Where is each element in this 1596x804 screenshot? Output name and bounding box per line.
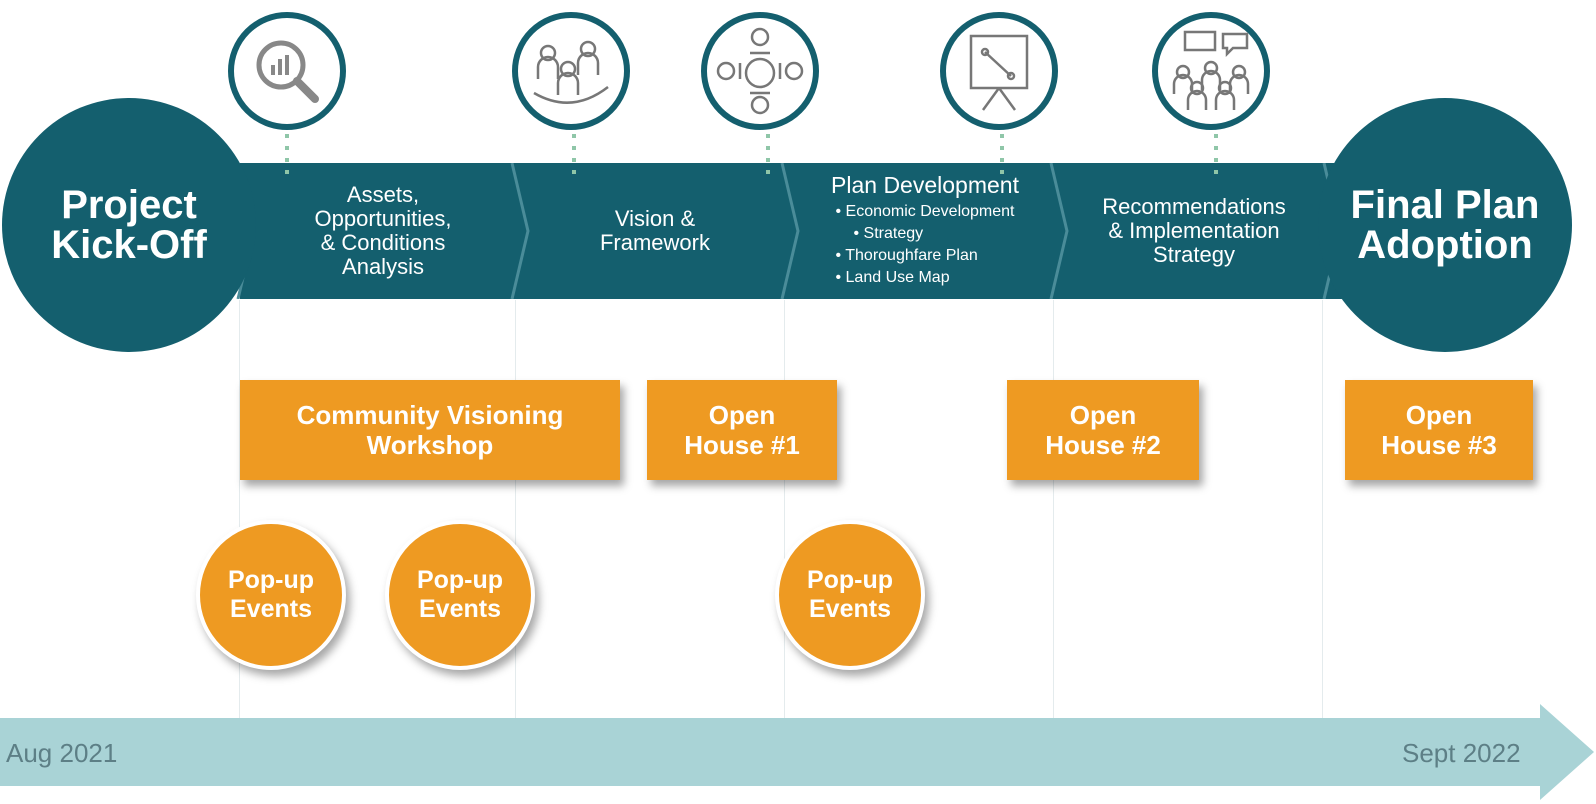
- bullet-item: Land Use Map: [835, 267, 1014, 289]
- round-table-icon: [701, 12, 819, 130]
- event-community-visioning-workshop: Community Visioning Workshop: [240, 380, 620, 480]
- phase-line: Assets,: [346, 182, 420, 207]
- kickoff-label: Kick-Off: [51, 223, 207, 267]
- event-label: Open: [1405, 400, 1473, 430]
- bullet-item: Thoroughfare Plan: [835, 245, 1014, 267]
- popup-events-circle: Pop-up Events: [196, 520, 346, 670]
- guide-line: [515, 300, 516, 720]
- phase-title: Plan Development: [831, 172, 1019, 198]
- event-open-house-2: Open House #2: [1007, 380, 1199, 480]
- event-label: Community Visioning: [296, 400, 564, 430]
- popup-events-circle: Pop-up Events: [775, 520, 925, 670]
- chevron-separator: [1049, 163, 1069, 299]
- timeline-arrow: [0, 704, 1594, 800]
- guide-line: [1322, 300, 1323, 720]
- phase-line: Recommendations: [1102, 194, 1286, 219]
- kickoff-circle: Project Kick-Off: [2, 98, 256, 352]
- phase-vision-framework: Vision & Framework: [530, 163, 780, 299]
- phase-line: Analysis: [342, 254, 424, 279]
- phase-line: Vision &: [614, 206, 696, 231]
- phase-bullets: Economic Development Strategy Thoroughfa…: [835, 201, 1014, 289]
- phase-recommendations: Recommendations & Implementation Strateg…: [1066, 163, 1322, 299]
- chevron-separator: [780, 163, 800, 299]
- phase-line: & Implementation: [1108, 218, 1280, 243]
- timeline-start-label: Aug 2021: [6, 738, 118, 768]
- phase-band: [240, 163, 1364, 299]
- popup-label: Pop-up: [227, 566, 315, 594]
- phase-assets-analysis: Assets, Opportunities, & Conditions Anal…: [258, 163, 508, 299]
- kickoff-label: Project: [61, 183, 197, 227]
- adoption-label: Final Plan: [1350, 183, 1540, 227]
- phase-plan-development: Plan Development Economic Development St…: [800, 163, 1050, 299]
- phase-line: & Conditions: [320, 230, 446, 255]
- popup-events-circle: Pop-up Events: [385, 520, 535, 670]
- connector-dots: [1214, 134, 1218, 174]
- phase-line: Opportunities,: [314, 206, 452, 231]
- presentation-board-icon: [940, 12, 1058, 130]
- event-label: House #3: [1381, 430, 1497, 460]
- timeline-end-label: Sept 2022: [1402, 738, 1521, 768]
- event-label: Open: [1069, 400, 1137, 430]
- connector-dots: [1000, 134, 1004, 174]
- magnifier-chart-icon: [228, 12, 346, 130]
- event-label: Open: [708, 400, 776, 430]
- connector-dots: [285, 134, 289, 174]
- popup-label: Events: [809, 595, 891, 623]
- event-open-house-1: Open House #1: [647, 380, 837, 480]
- bullet-item: Economic Development: [835, 201, 1015, 223]
- guide-line: [784, 300, 785, 720]
- chevron-separator: [510, 163, 530, 299]
- event-label: Workshop: [366, 430, 494, 460]
- event-label: House #2: [1045, 430, 1161, 460]
- popup-label: Events: [230, 595, 312, 623]
- phase-line: Framework: [599, 230, 710, 255]
- connector-dots: [572, 134, 576, 174]
- bullet-item: Strategy: [835, 223, 1014, 245]
- event-open-house-3: Open House #3: [1345, 380, 1533, 480]
- popup-label: Pop-up: [416, 566, 504, 594]
- connector-dots: [766, 134, 770, 174]
- guide-line: [239, 300, 240, 720]
- group-meeting-icon: [512, 12, 630, 130]
- adoption-circle: Final Plan Adoption: [1318, 98, 1572, 352]
- phase-line: Strategy: [1153, 242, 1235, 267]
- popup-label: Pop-up: [806, 566, 894, 594]
- adoption-label: Adoption: [1357, 223, 1533, 267]
- event-label: House #1: [684, 430, 800, 460]
- audience-speech-icon: [1152, 12, 1270, 130]
- guide-line: [1053, 300, 1054, 720]
- popup-label: Events: [419, 595, 501, 623]
